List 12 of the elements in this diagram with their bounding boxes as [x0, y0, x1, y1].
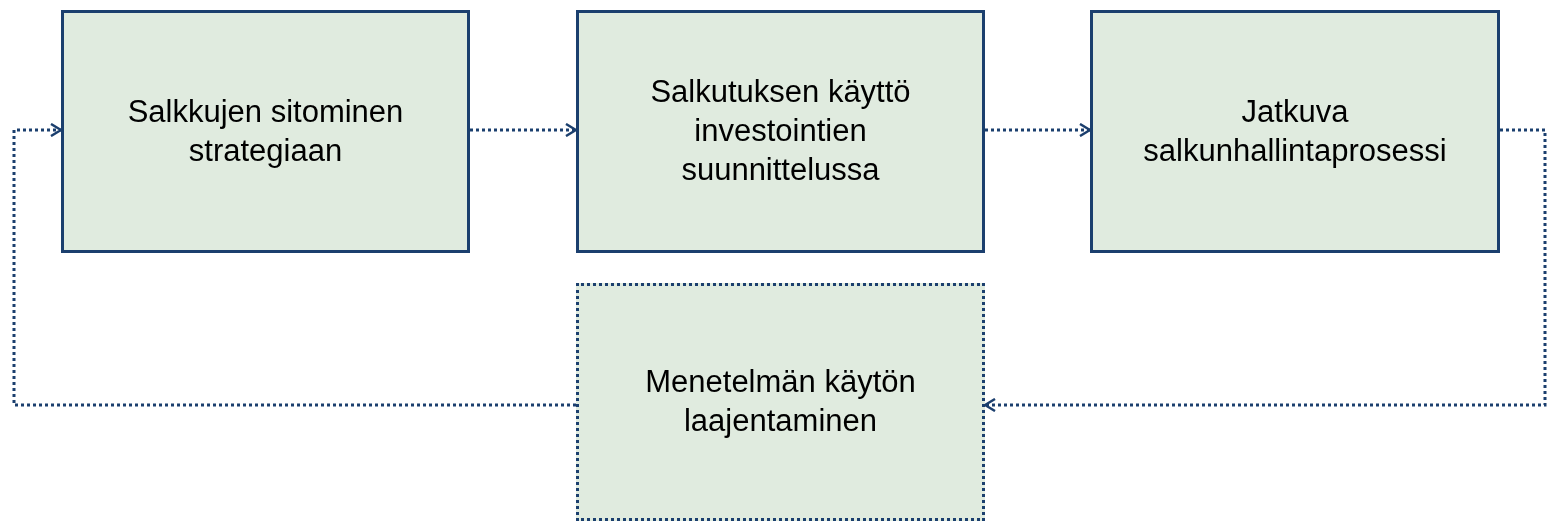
box-text: Jatkuva salkunhallintaprosessi	[1142, 92, 1448, 170]
process-box	[1090, 10, 1500, 253]
dotted-arrow	[470, 122, 578, 138]
box-text: Salkkujen sitominen strategiaan	[126, 92, 405, 170]
box-text: Salkutuksen käyttö investointien suunnittelussa	[649, 73, 912, 189]
process-box	[576, 10, 985, 253]
process-box	[576, 283, 985, 521]
box-text: Menetelmän käytön laajentaminen	[644, 363, 917, 440]
process-box	[61, 10, 470, 253]
dotted-arrow	[983, 128, 1547, 413]
dotted-arrow	[985, 122, 1092, 138]
dotted-arrow	[12, 122, 576, 407]
